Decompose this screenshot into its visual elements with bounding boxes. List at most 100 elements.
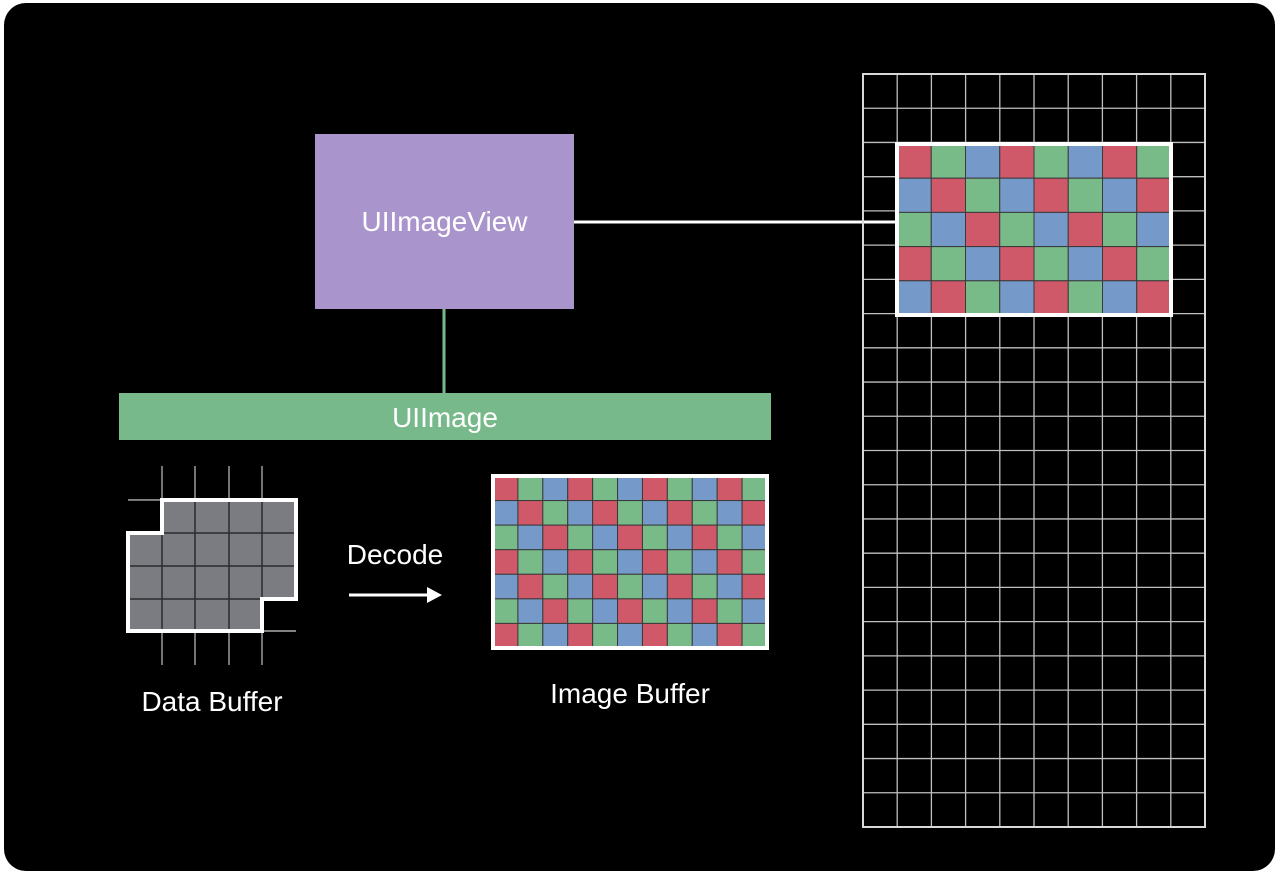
- image-buffer-pixel: [741, 475, 768, 502]
- image-buffer-pixel: [567, 573, 594, 600]
- image-buffer-pixel: [592, 573, 619, 600]
- image-buffer-pixel: [542, 598, 569, 624]
- displayed-image-pixel: [965, 211, 1001, 248]
- displayed-image-pixel: [1067, 211, 1103, 248]
- displayed-image-pixel: [1067, 177, 1103, 213]
- displayed-image-pixel: [930, 246, 966, 282]
- image-buffer-pixel: [741, 573, 768, 600]
- image-buffer-pixel: [592, 622, 619, 649]
- displayed-image-pixel: [1102, 211, 1138, 248]
- displayed-image-pixel: [999, 211, 1035, 248]
- data-buffer: [126, 466, 298, 665]
- displayed-image-pixel: [930, 211, 966, 248]
- displayed-image-pixel: [896, 246, 932, 282]
- image-buffer-pixel: [567, 598, 594, 624]
- data-buffer-mask: [128, 500, 161, 532]
- displayed-image-pixel: [1136, 211, 1172, 248]
- displayed-image-pixel: [1136, 177, 1172, 213]
- displayed-image-pixel: [1067, 280, 1103, 316]
- displayed-image-pixel: [1102, 143, 1138, 179]
- displayed-image-pixel: [896, 177, 932, 213]
- image-buffer-pixel: [492, 549, 519, 575]
- image-buffer-pixel: [741, 598, 768, 624]
- data-buffer-label: Data Buffer: [141, 686, 282, 717]
- image-buffer-pixel: [691, 549, 718, 575]
- image-buffer-pixel: [617, 475, 643, 502]
- image-buffer-pixel: [666, 524, 693, 551]
- image-buffer-pixel: [741, 500, 768, 526]
- image-buffer-pixel: [666, 598, 693, 624]
- displayed-image: [895, 142, 1173, 317]
- image-buffer-pixel: [617, 598, 643, 624]
- decode-arrow-head: [427, 587, 442, 603]
- image-buffer-pixel: [666, 573, 693, 600]
- image-buffer-pixel: [666, 500, 693, 526]
- image-buffer-pixel: [592, 500, 619, 526]
- image-buffer-pixel: [641, 622, 668, 649]
- image-buffer-pixel: [666, 475, 693, 502]
- image-buffer-pixel: [741, 549, 768, 575]
- image-buffer-pixel: [716, 598, 743, 624]
- image-buffer-pixel: [592, 524, 619, 551]
- image-buffer-pixel: [517, 475, 544, 502]
- image-buffer: [491, 474, 769, 650]
- image-buffer-pixel: [517, 500, 544, 526]
- image-view-label: UIImageView: [361, 206, 528, 237]
- displayed-image-pixel: [930, 177, 966, 213]
- image-buffer-pixel: [567, 524, 594, 551]
- displayed-image-pixel: [1102, 177, 1138, 213]
- displayed-image-pixel: [1033, 177, 1069, 213]
- image-bar: UIImage: [119, 393, 771, 440]
- displayed-image-pixel: [999, 246, 1035, 282]
- image-buffer-pixel: [716, 475, 743, 502]
- image-buffer-pixel: [691, 573, 718, 600]
- displayed-image-pixel: [1033, 143, 1069, 179]
- image-buffer-pixel: [567, 549, 594, 575]
- image-bar-rect: [119, 393, 771, 440]
- image-buffer-pixel: [517, 598, 544, 624]
- image-buffer-pixel: [492, 475, 519, 502]
- decode-label: Decode: [347, 539, 444, 570]
- displayed-image-pixel: [896, 211, 932, 248]
- image-buffer-pixel: [691, 622, 718, 649]
- image-buffer-pixel: [492, 573, 519, 600]
- image-buffer-pixel: [592, 549, 619, 575]
- image-buffer-pixel: [641, 524, 668, 551]
- image-buffer-pixel: [542, 524, 569, 551]
- image-bar-label: UIImage: [392, 402, 498, 433]
- image-buffer-pixel: [641, 500, 668, 526]
- image-buffer-pixel: [592, 598, 619, 624]
- image-buffer-pixel: [641, 475, 668, 502]
- displayed-image-pixel: [1136, 143, 1172, 179]
- image-buffer-pixel: [542, 573, 569, 600]
- image-buffer-pixel: [492, 598, 519, 624]
- image-buffer-pixel: [691, 500, 718, 526]
- image-buffer-pixel: [517, 549, 544, 575]
- image-buffer-pixel: [641, 598, 668, 624]
- image-buffer-pixel: [716, 622, 743, 649]
- image-buffer-pixel: [617, 524, 643, 551]
- displayed-image-pixel: [1102, 280, 1138, 316]
- displayed-image-pixel: [1033, 246, 1069, 282]
- image-buffer-pixel: [617, 549, 643, 575]
- image-buffer-pixel: [542, 622, 569, 649]
- image-view-box: UIImageView: [315, 134, 574, 309]
- displayed-image-pixel: [965, 177, 1001, 213]
- image-buffer-pixel: [517, 573, 544, 600]
- diagram-canvas: UIImageView UIImage Data Buffer Decode I…: [4, 3, 1275, 871]
- displayed-image-pixel: [1067, 246, 1103, 282]
- displayed-image-pixel: [930, 143, 966, 179]
- image-buffer-pixel: [492, 500, 519, 526]
- displayed-image-pixel: [965, 280, 1001, 316]
- diagram: UIImageView UIImage Data Buffer Decode I…: [119, 73, 1206, 828]
- displayed-image-pixel: [930, 280, 966, 316]
- frame-grid-border: [862, 73, 1206, 828]
- image-buffer-pixel: [567, 475, 594, 502]
- image-buffer-pixel: [567, 500, 594, 526]
- image-buffer-pixel: [716, 500, 743, 526]
- displayed-image-pixel: [1102, 246, 1138, 282]
- image-buffer-pixel: [716, 549, 743, 575]
- data-buffer-mask: [263, 600, 296, 630]
- image-buffer-pixel: [716, 524, 743, 551]
- displayed-image-border: [895, 142, 1173, 317]
